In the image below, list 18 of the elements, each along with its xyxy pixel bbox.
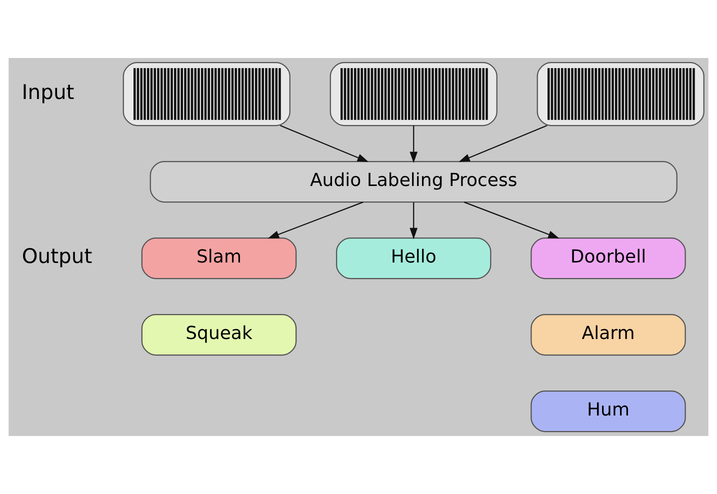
arrow (458, 125, 548, 162)
node-picture (330, 62, 498, 126)
node-box: Slam (141, 237, 297, 280)
arrow (464, 202, 560, 239)
node-box: Audio Labeling Process (150, 160, 678, 203)
node-box: Squeak (141, 314, 297, 356)
node-picture (536, 62, 704, 126)
node-box: Hum (530, 390, 686, 432)
node-box: Hello (336, 237, 492, 280)
arrow (268, 202, 364, 239)
node-box: Doorbell (530, 237, 686, 280)
arrow (410, 126, 418, 163)
arrow (410, 202, 418, 240)
node-box: Alarm (530, 314, 686, 356)
label: Input (22, 80, 74, 104)
arrow (280, 125, 369, 162)
node-picture (122, 62, 290, 126)
label: Output (22, 244, 92, 268)
